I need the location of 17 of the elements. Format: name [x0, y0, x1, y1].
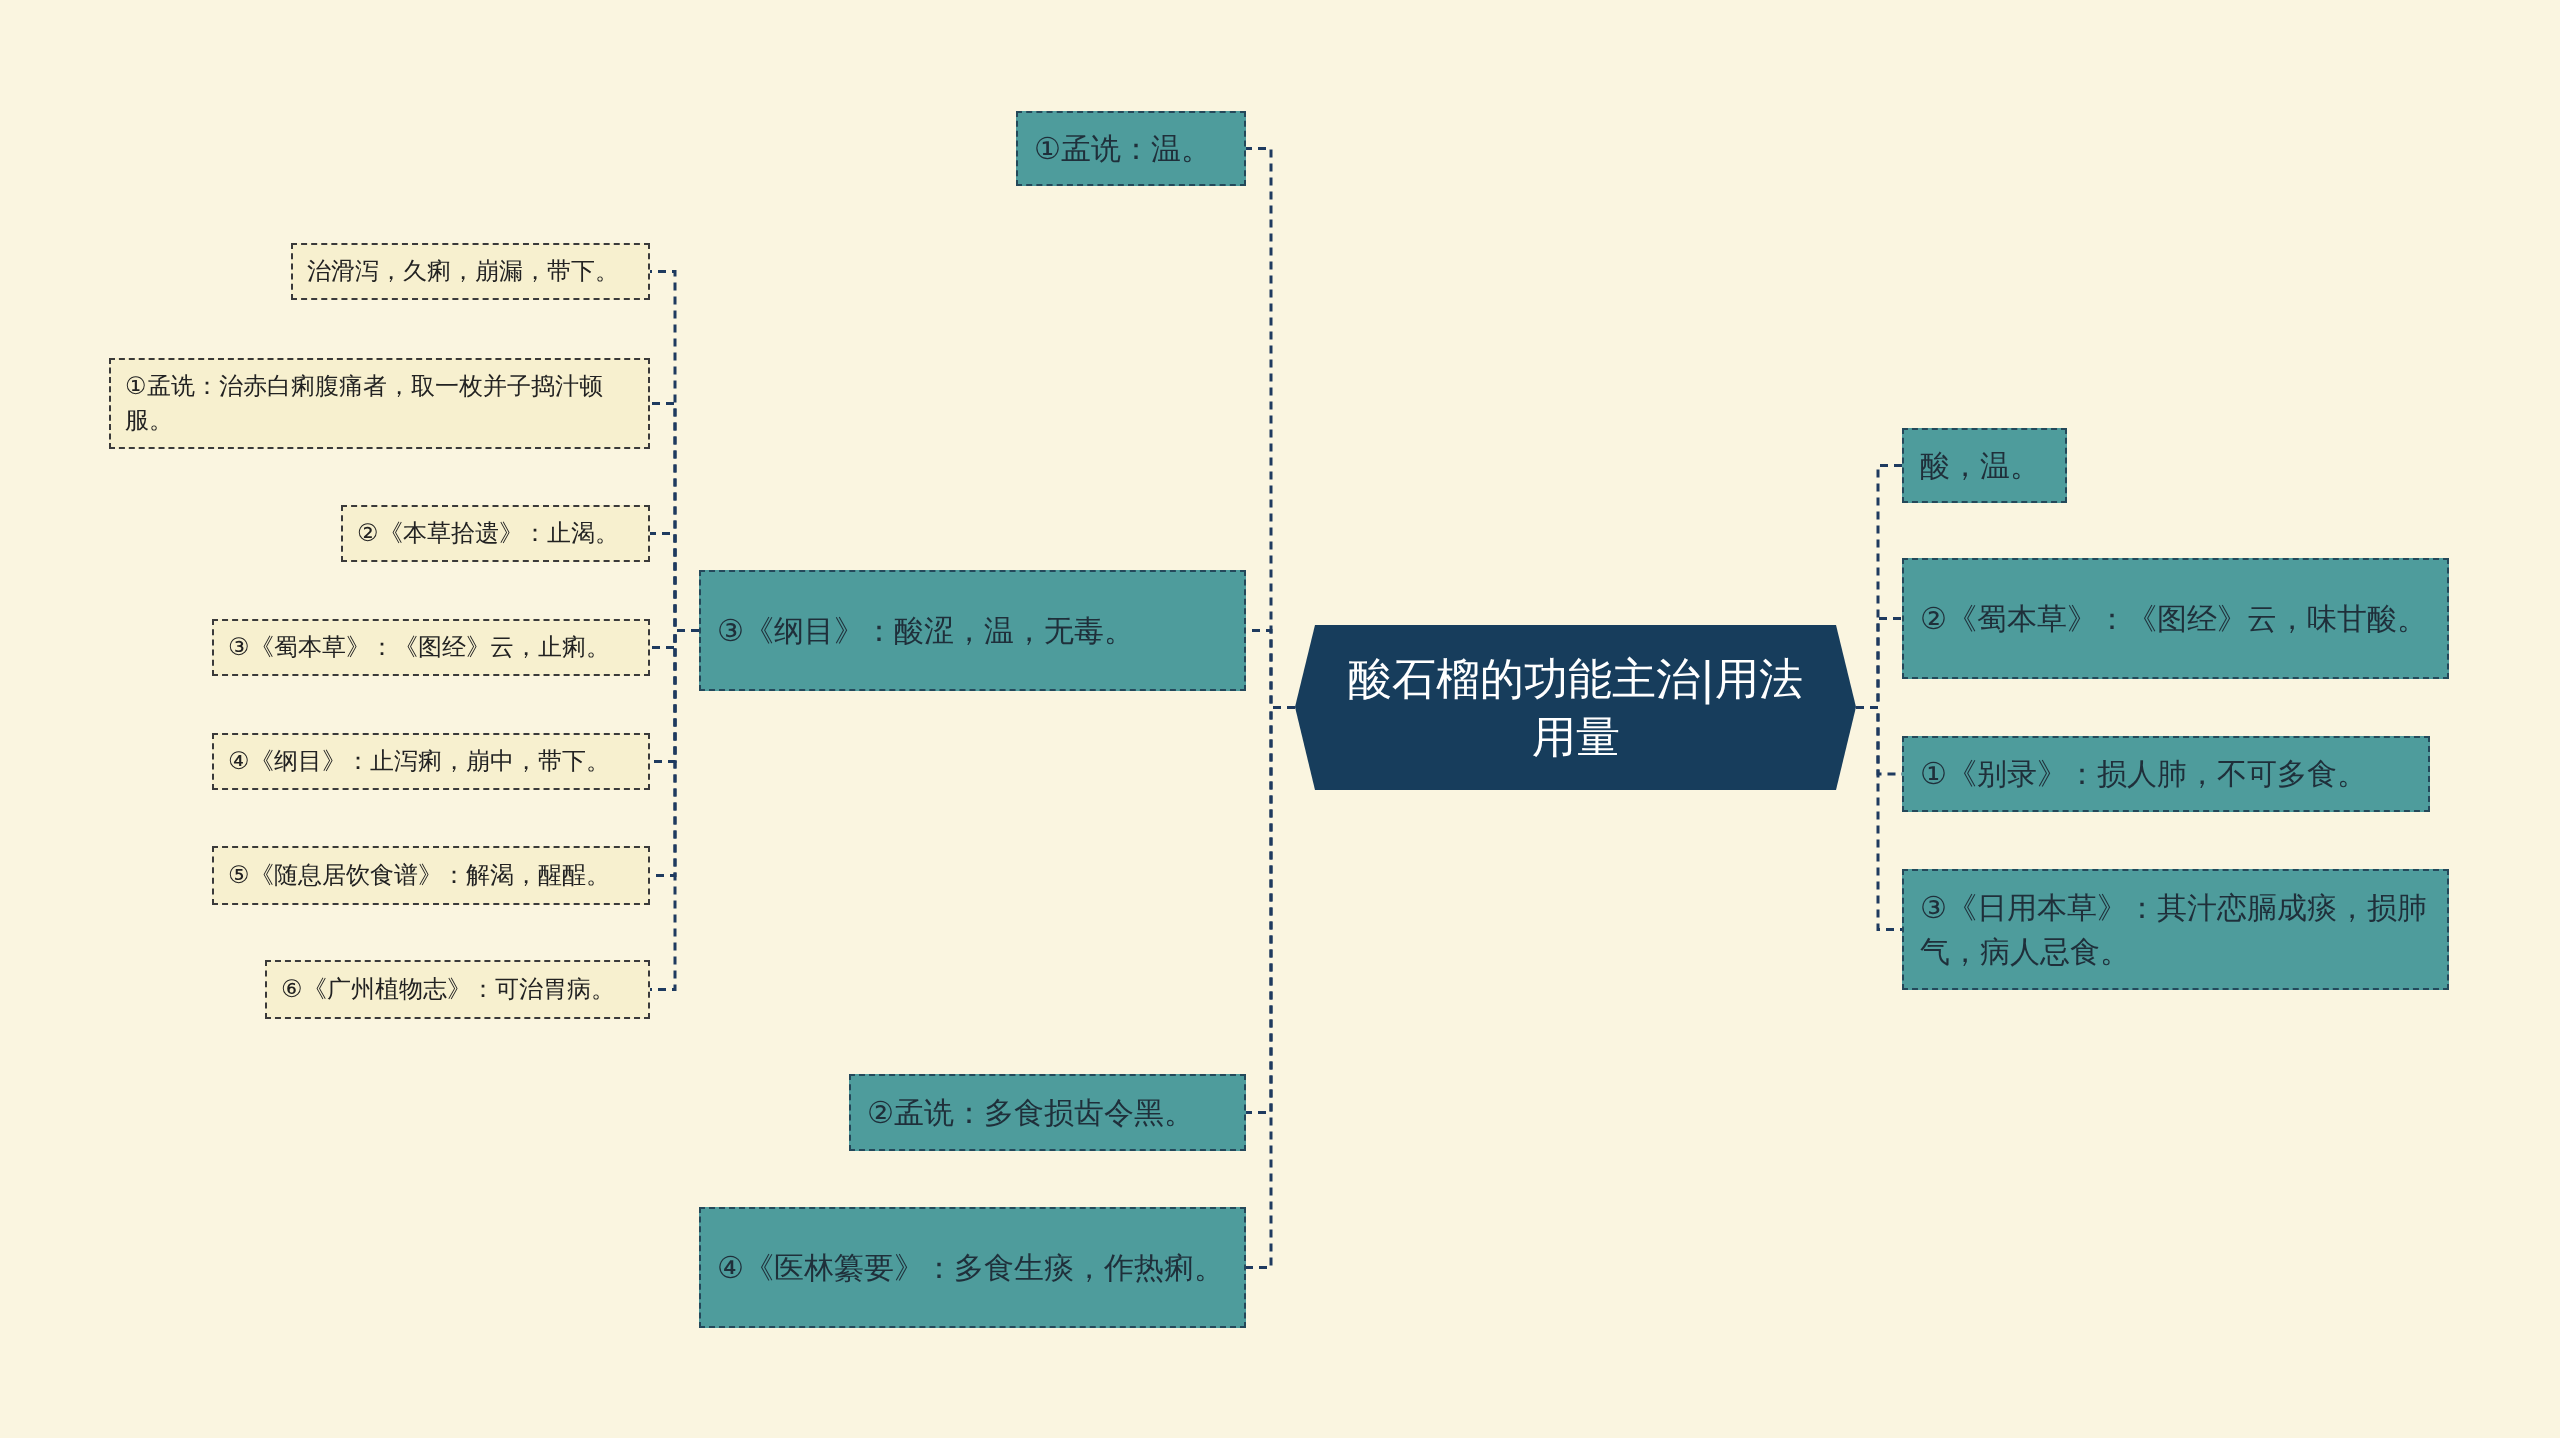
subtopic-box: ⑥《广州植物志》：可治胃病。: [265, 960, 650, 1019]
subtopic-box: ①孟诜：治赤白痢腹痛者，取一枚并子捣汁顿服。: [109, 358, 650, 449]
topic-box: ②孟诜：多食损齿令黑。: [849, 1074, 1246, 1151]
subtopic-box: ③《蜀本草》：《图经》云，止痢。: [212, 619, 650, 676]
topic-box: ①《别录》：损人肺，不可多食。: [1902, 736, 2430, 812]
topic-box: ④《医林纂要》：多食生痰，作热痢。: [699, 1207, 1246, 1328]
subtopic-box: ④《纲目》：止泻痢，崩中，带下。: [212, 733, 650, 790]
connector-line: [1856, 706, 1902, 931]
subtopic-box: ⑤《随息居饮食谱》：解渴，醒酲。: [212, 846, 650, 905]
subtopic-box: 治滑泻，久痢，崩漏，带下。: [291, 243, 650, 300]
subtopic-box: ②《本草拾遗》：止渴。: [341, 505, 650, 562]
topic-box: ②《蜀本草》：《图经》云，味甘酸。: [1902, 558, 2449, 679]
topic-box: ③《日用本草》：其汁恋膈成痰，损肺气，病人忌食。: [1902, 869, 2449, 990]
topic-box: ①孟诜：温。: [1016, 111, 1246, 186]
central-topic-hexagon: 酸石榴的功能主治|用法用量: [1295, 625, 1856, 790]
topic-box: 酸，温。: [1902, 428, 2067, 503]
topic-box: ③《纲目》：酸涩，温，无毒。: [699, 570, 1246, 691]
